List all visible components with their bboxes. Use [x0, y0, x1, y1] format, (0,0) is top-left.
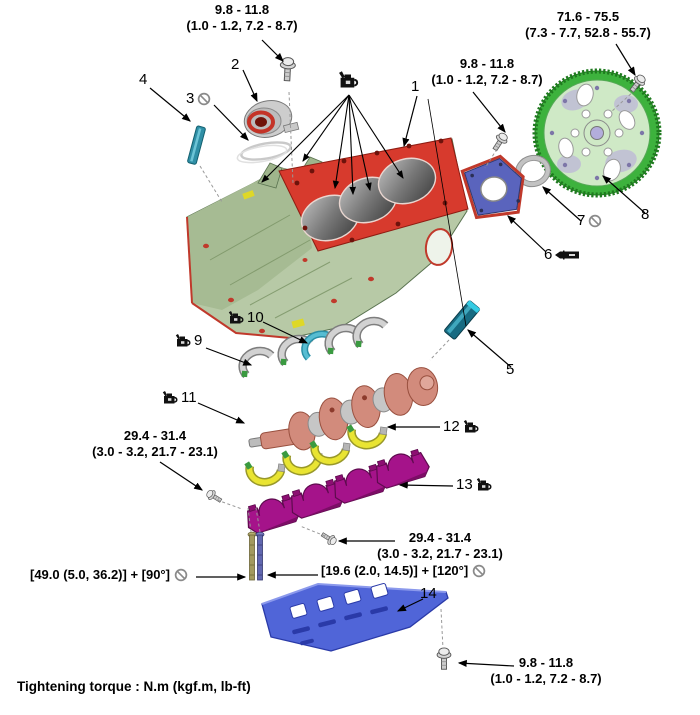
apply-engine-oil-icon: [338, 70, 359, 89]
torque-angle-label-main-cap: [49.0 (5.0, 36.2)] + [90°]: [30, 568, 188, 582]
apply-engine-oil-icon: [175, 334, 191, 347]
callout-number: 12: [443, 418, 460, 435]
torque-label-rear-plate-bolt: 9.8 - 11.8 (1.0 - 1.2, 7.2 - 8.7): [431, 56, 542, 88]
callout-12: 12: [443, 419, 479, 434]
torque-label-flywheel-bolt: 71.6 - 75.5 (7.3 - 7.7, 52.8 - 55.7): [525, 9, 651, 41]
torque-value-alt: (7.3 - 7.7, 52.8 - 55.7): [525, 25, 651, 40]
apply-engine-oil-icon: [228, 311, 244, 324]
front-cover-bolt: [279, 56, 297, 82]
torque-label-baffle-bolt: 9.8 - 11.8 (1.0 - 1.2, 7.2 - 8.7): [490, 655, 601, 687]
callout-2: 2: [231, 57, 239, 72]
crankshaft: [248, 367, 439, 451]
torque-value: 29.4 - 31.4: [408, 530, 472, 545]
assembly-axis-lines: [199, 89, 636, 650]
torque-angle-value: [19.6 (2.0, 14.5)] + [120°]: [321, 563, 469, 578]
callout-8: 8: [641, 207, 649, 222]
oil-baffle-plate: [261, 582, 449, 652]
callout-number: 11: [181, 389, 197, 406]
do-not-reuse-icon: [174, 568, 188, 582]
dowel-pin-front: [187, 125, 206, 165]
front-seal-gasket: [236, 141, 292, 164]
callout-4: 4: [139, 72, 147, 87]
torque-angle-label-side-bolt: [19.6 (2.0, 14.5)] + [120°]: [321, 564, 486, 578]
torque-angle-value: [49.0 (5.0, 36.2)] + [90°]: [30, 567, 170, 582]
callout-number: 13: [456, 476, 473, 493]
torque-value-alt: (3.0 - 3.2, 21.7 - 23.1): [92, 444, 218, 459]
torque-value: 71.6 - 75.5: [556, 9, 620, 24]
cylinder-block: [186, 137, 469, 339]
apply-sealant-icon: [555, 250, 580, 259]
torque-value-alt: (1.0 - 1.2, 7.2 - 8.7): [186, 18, 298, 33]
flywheel-drive-plate: [532, 68, 662, 198]
callout-9: 9: [175, 333, 202, 348]
torque-value: 29.4 - 31.4: [123, 428, 187, 443]
torque-label-front-cover-bolt: 9.8 - 11.8 (1.0 - 1.2, 7.2 - 8.7): [186, 2, 297, 34]
torque-value: 9.8 - 11.8: [214, 2, 270, 17]
callout-number: 1: [411, 78, 420, 95]
callout-number: 2: [231, 56, 240, 73]
callout-number: 10: [247, 309, 264, 326]
upper-main-bearings: [237, 318, 389, 378]
callout-13: 13: [456, 477, 492, 492]
torque-label-cap-bolt-right: 29.4 - 31.4 (3.0 - 3.2, 21.7 - 23.1): [377, 530, 503, 562]
apply-engine-oil-icon: [162, 391, 178, 404]
callout-number: 8: [641, 206, 650, 223]
bolts: [204, 56, 649, 670]
cap-side-bolt-right: [319, 529, 339, 548]
callout-10: 10: [228, 310, 264, 325]
leader-lines: [149, 39, 646, 668]
rear-plate-bolt: [489, 130, 511, 154]
callout-number: 9: [194, 332, 203, 349]
main-cap-long-bolt-2: [255, 531, 265, 581]
callout-6: 6: [544, 247, 581, 262]
oil-point-fan-arrows: [261, 94, 404, 196]
rear-oil-seal-housing: [460, 154, 525, 220]
callout-number: 14: [420, 585, 437, 602]
torque-value-alt: (1.0 - 1.2, 7.2 - 8.7): [490, 671, 602, 686]
callout-number: 4: [139, 71, 148, 88]
dowel-pin-rear: [444, 300, 481, 340]
torque-value-alt: (1.0 - 1.2, 7.2 - 8.7): [431, 72, 543, 87]
torque-value: 9.8 - 11.8: [459, 56, 515, 71]
callout-1: 1: [411, 79, 419, 94]
main-cap-long-bolt: [247, 531, 257, 581]
torque-label-cap-bolt-left: 29.4 - 31.4 (3.0 - 3.2, 21.7 - 23.1): [92, 428, 218, 460]
tightening-torque-note: Tightening torque : N.m (kgf.m, lb-ft): [17, 679, 251, 694]
do-not-reuse-icon: [472, 564, 486, 578]
apply-engine-oil-icon: [463, 420, 479, 433]
callout-14: 14: [420, 586, 437, 601]
do-not-reuse-icon: [198, 92, 211, 105]
callout-number: 3: [186, 90, 195, 107]
callout-number: 7: [577, 212, 586, 229]
do-not-reuse-icon: [589, 214, 602, 227]
torque-value-alt: (3.0 - 3.2, 21.7 - 23.1): [377, 546, 503, 561]
callout-number: 5: [506, 361, 515, 378]
torque-value: 9.8 - 11.8: [518, 655, 574, 670]
callout-7: 7: [577, 213, 602, 228]
callout-3: 3: [186, 91, 211, 106]
front-seal-housing: [243, 100, 300, 138]
callout-11: 11: [162, 390, 197, 405]
apply-engine-oil-icon: [476, 478, 492, 491]
cap-side-bolt-left: [204, 487, 224, 506]
callout-5: 5: [506, 362, 514, 377]
callout-number: 6: [544, 246, 553, 263]
baffle-bolt: [436, 647, 452, 670]
